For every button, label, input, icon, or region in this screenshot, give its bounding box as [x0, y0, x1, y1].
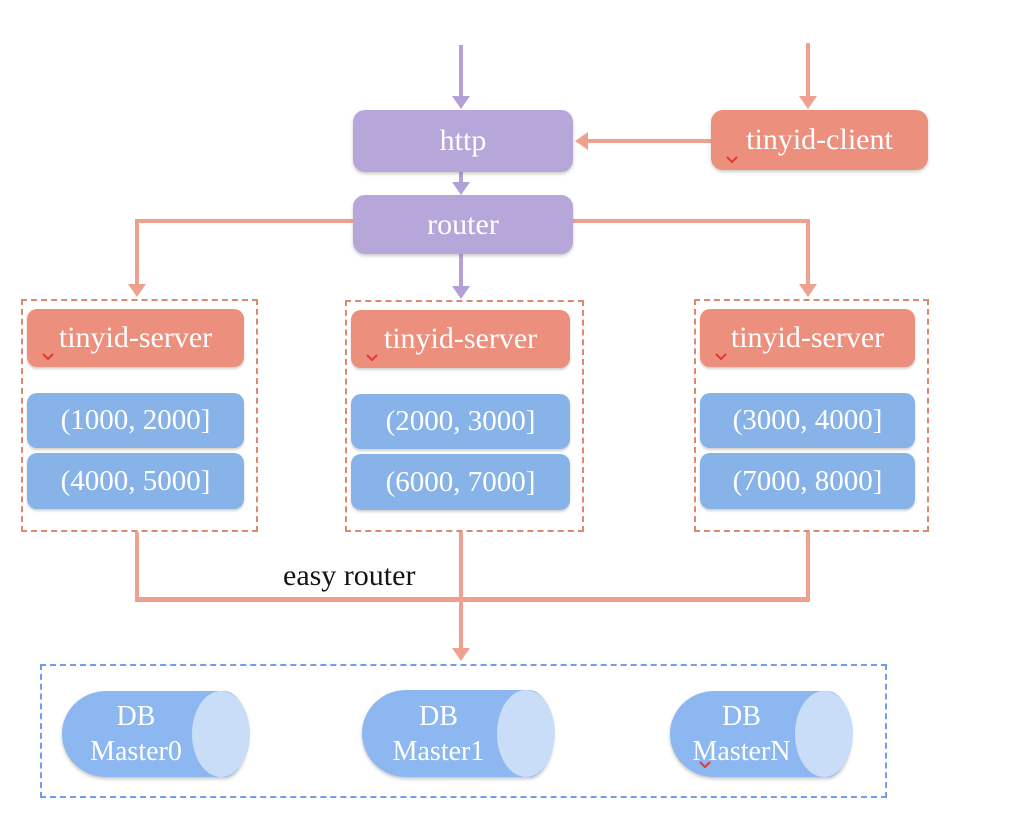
db-label-line1: DB: [116, 701, 156, 732]
db-cylinder-master1: DB Master1: [362, 690, 555, 777]
http-node: http: [353, 110, 573, 172]
spellcheck-squiggle-icon: [366, 354, 378, 362]
arrow-http-to-router: [459, 172, 463, 183]
arrow-router-right-v: [806, 219, 810, 285]
tinyid-server-label: tinyid-server: [730, 321, 885, 354]
spellcheck-squiggle-icon: [726, 156, 738, 164]
db-label-line2: Master0: [90, 736, 182, 767]
arrowhead-client-to-http-icon: [575, 132, 588, 150]
spellcheck-squiggle-icon: [42, 353, 54, 361]
tinyid-server-node-1: tinyid-server: [27, 309, 244, 367]
tinyid-client-label: tinyid-client: [746, 123, 893, 156]
db-label: DB MasterN: [670, 691, 813, 777]
id-range-box: (4000, 5000]: [27, 453, 244, 509]
arrowhead-router-to-server3-icon: [799, 284, 817, 297]
tinyid-server-label: tinyid-server: [383, 322, 538, 355]
id-range-box: (6000, 7000]: [351, 454, 570, 510]
arrow-router-to-server2: [459, 253, 463, 287]
db-cluster-box: [40, 664, 887, 798]
db-cylinder-master0: DB Master0: [62, 691, 250, 777]
server-group-1: tinyid-server (1000, 2000] (4000, 5000]: [21, 299, 258, 532]
router-node-label: router: [427, 207, 499, 241]
spellcheck-squiggle-icon: [699, 761, 711, 769]
router-node: router: [353, 195, 573, 254]
id-range-label: (7000, 8000]: [732, 464, 883, 497]
db-label: DB Master1: [362, 690, 515, 777]
spellcheck-squiggle-icon: [715, 353, 727, 361]
http-node-label: http: [439, 124, 487, 157]
arrowhead-to-db-icon: [452, 648, 470, 661]
tinyid-client-node: tinyid-client: [711, 110, 928, 170]
arrowhead-router-to-server1-icon: [128, 284, 146, 297]
arrow-top-to-http: [459, 45, 463, 97]
server-group-3: tinyid-server (3000, 4000] (7000, 8000]: [694, 299, 929, 532]
easy-router-label: easy router: [283, 559, 416, 592]
id-range-box: (2000, 3000]: [351, 394, 570, 449]
arrow-server2-to-db: [459, 532, 463, 649]
id-range-label: (1000, 2000]: [60, 404, 211, 436]
db-label: DB Master0: [62, 691, 210, 777]
id-range-label: (4000, 5000]: [60, 464, 211, 497]
arrow-router-left-h: [135, 219, 353, 223]
arrowhead-http-to-router-icon: [452, 182, 470, 195]
arrowhead-router-to-server2-icon: [452, 286, 470, 299]
id-range-box: (1000, 2000]: [27, 393, 244, 448]
db-cylinder-cap: [497, 690, 555, 777]
arrow-client-to-http: [588, 139, 711, 143]
server-group-2: tinyid-server (2000, 3000] (6000, 7000]: [345, 300, 584, 532]
db-cylinder-cap: [192, 691, 250, 777]
arrowhead-top-to-client-icon: [799, 96, 817, 109]
line-server3-down: [806, 532, 810, 601]
db-label-line2: Master1: [392, 735, 485, 767]
db-label-line1: DB: [419, 700, 458, 732]
id-range-box: (7000, 8000]: [700, 453, 915, 509]
tinyid-server-node-2: tinyid-server: [351, 310, 570, 368]
id-range-label: (6000, 7000]: [385, 465, 536, 498]
arrowhead-top-to-http-icon: [452, 96, 470, 109]
id-range-box: (3000, 4000]: [700, 393, 915, 448]
id-range-label: (2000, 3000]: [385, 405, 536, 437]
db-cylinder-masterN: DB MasterN: [670, 691, 853, 777]
tinyid-server-node-3: tinyid-server: [700, 309, 915, 367]
db-cylinder-cap: [795, 691, 853, 777]
line-server1-down: [135, 532, 139, 601]
tinyid-server-label: tinyid-server: [58, 321, 213, 354]
arrow-router-left-v: [135, 219, 139, 285]
arrow-router-right-h: [573, 219, 810, 223]
db-label-line1: DB: [722, 701, 761, 732]
line-collector: [135, 597, 810, 602]
id-range-label: (3000, 4000]: [732, 404, 883, 436]
arrow-top-to-client: [806, 43, 810, 97]
